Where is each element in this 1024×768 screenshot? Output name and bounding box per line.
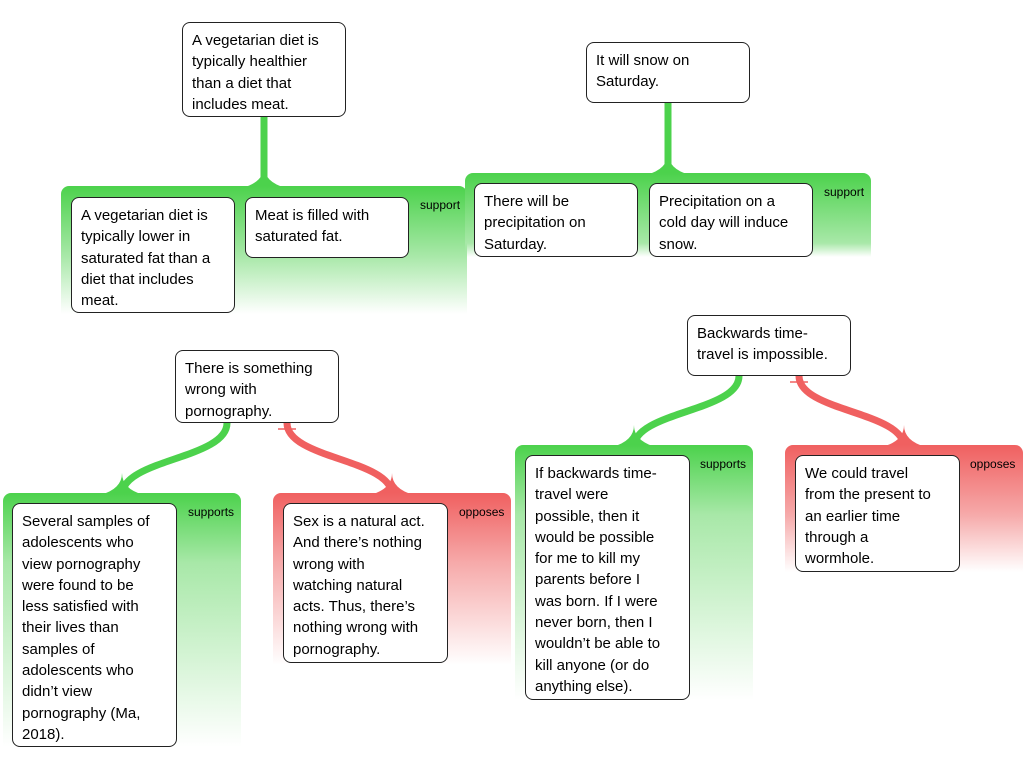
- connector-flare-2-0: [100, 473, 144, 495]
- oppose-tag: opposes: [970, 457, 1016, 471]
- oppose-tag: opposes: [459, 505, 505, 519]
- premise-box[interactable]: Meat is filled with saturated fat.: [245, 197, 409, 258]
- connector-flare-0-0: [242, 166, 286, 188]
- claim-box[interactable]: It will snow on Saturday.: [586, 42, 750, 103]
- premise-box[interactable]: We could travel from the present to an e…: [795, 455, 960, 572]
- premise-box[interactable]: Several samples of adolescents who view …: [12, 503, 177, 747]
- connector-flare-3-1: [882, 425, 926, 447]
- support-tag: supports: [700, 457, 747, 471]
- connector-2-1: [283, 419, 396, 499]
- connector-2-0: [118, 419, 231, 499]
- premise-box[interactable]: A vegetarian diet is typically lower in …: [71, 197, 235, 313]
- support-tag: support: [420, 198, 461, 212]
- premise-box[interactable]: Precipitation on a cold day will induce …: [649, 183, 813, 257]
- connector-3-0: [630, 372, 743, 451]
- support-tag: supports: [188, 505, 235, 519]
- premise-box[interactable]: If backwards time- travel were possible,…: [525, 455, 690, 700]
- connector-flare-3-0: [612, 425, 656, 447]
- claim-box[interactable]: Backwards time- travel is impossible.: [687, 315, 851, 376]
- support-tag: support: [824, 185, 865, 199]
- connector-3-1: [795, 372, 908, 451]
- claim-box[interactable]: There is something wrong with pornograph…: [175, 350, 339, 423]
- connector-flare-1-0: [646, 153, 690, 175]
- premise-box[interactable]: There will be precipitation on Saturday.: [474, 183, 638, 257]
- claim-box[interactable]: A vegetarian diet is typically healthier…: [182, 22, 346, 117]
- premise-box[interactable]: Sex is a natural act. And there’s nothin…: [283, 503, 448, 663]
- connector-flare-2-1: [370, 473, 414, 495]
